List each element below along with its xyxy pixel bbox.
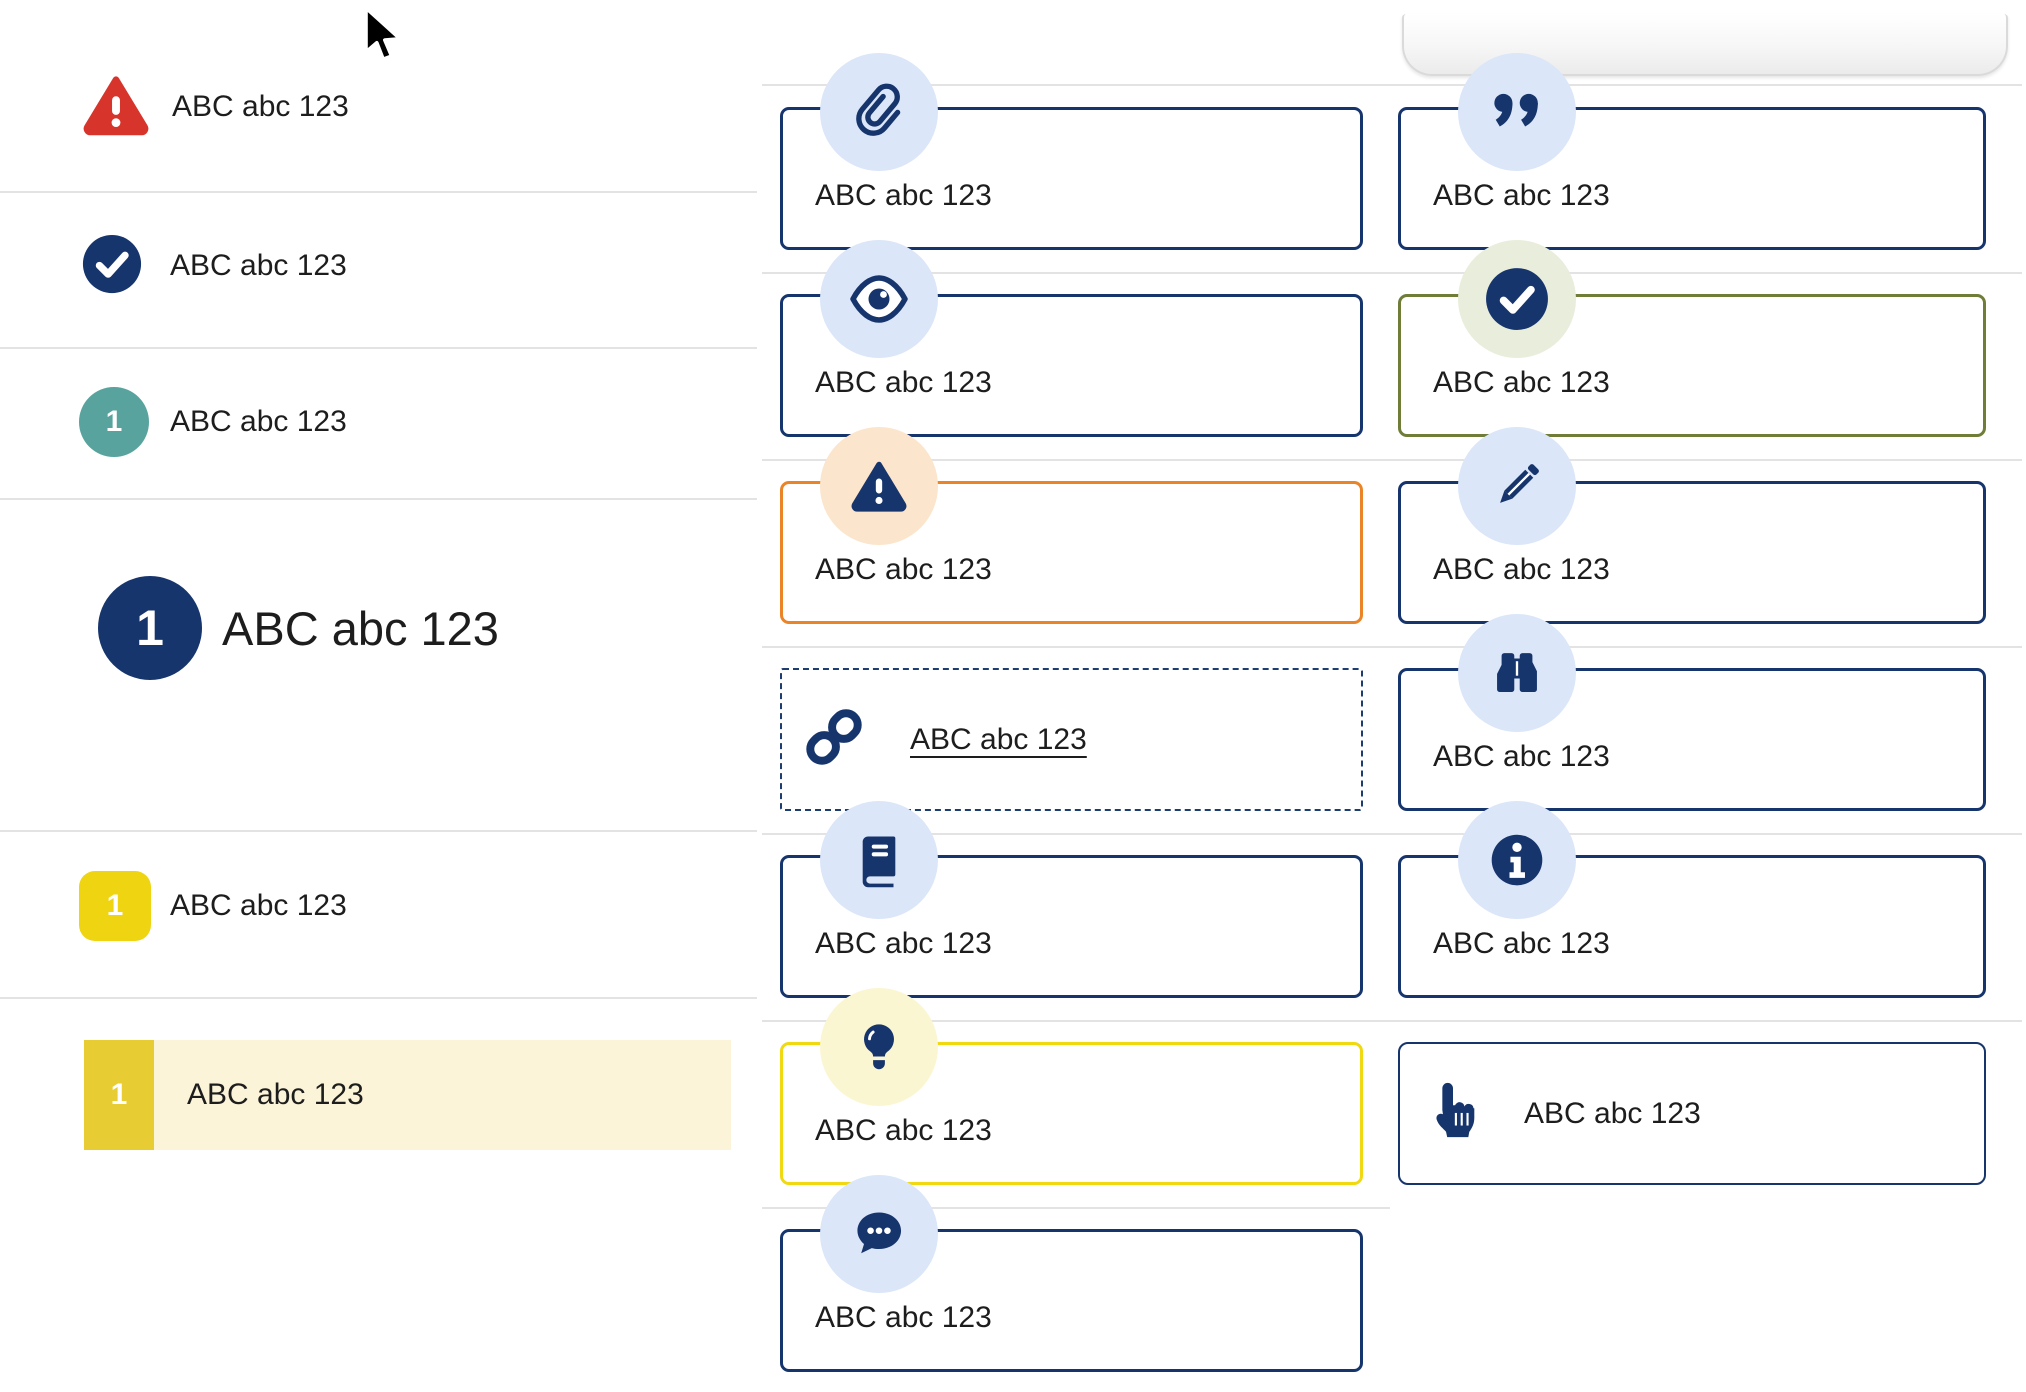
divider [0, 347, 757, 349]
list-item-step-teal: 1 ABC abc 123 [79, 387, 347, 457]
card-label[interactable]: ABC abc 123 [1524, 1096, 1701, 1130]
check-circle-icon [1458, 240, 1576, 358]
divider [762, 459, 2022, 461]
divider [762, 646, 2022, 648]
card-label: ABC abc 123 [815, 927, 992, 960]
link-icon [800, 703, 868, 776]
number-badge-teal: 1 [79, 387, 149, 457]
list-item-label: ABC abc 123 [172, 90, 349, 123]
number-badge-navy-large: 1 [98, 576, 202, 680]
hand-point-up-icon [1422, 1076, 1484, 1151]
card-label: ABC abc 123 [815, 366, 992, 399]
mouse-cursor-icon [360, 6, 410, 75]
callout-card-warning: ABC abc 123 [780, 427, 1363, 624]
card-label: ABC abc 123 [1433, 179, 1610, 212]
list-item-label: ABC abc 123 [170, 249, 347, 282]
divider [762, 833, 2022, 835]
card-label: ABC abc 123 [1433, 553, 1610, 586]
card-label: ABC abc 123 [815, 553, 992, 586]
list-item-label: ABC abc 123 [187, 1078, 364, 1111]
card-label: ABC abc 123 [815, 179, 992, 212]
callout-card-reference: ABC abc 123 [780, 801, 1363, 998]
callout-card-quote: ABC abc 123 [1398, 53, 1986, 250]
list-item-label: ABC abc 123 [222, 601, 499, 655]
list-item-step-yellow-highlighted[interactable]: 1 ABC abc 123 [84, 1040, 731, 1150]
eye-icon [820, 240, 938, 358]
divider [762, 1020, 2022, 1022]
card-label: ABC abc 123 [1433, 740, 1610, 773]
card-label: ABC abc 123 [1433, 927, 1610, 960]
warning-triangle-icon [820, 427, 938, 545]
list-item-label: ABC abc 123 [170, 889, 347, 922]
info-icon [1458, 801, 1576, 919]
binoculars-icon [1458, 614, 1576, 732]
number-badge-yellow: 1 [79, 871, 151, 941]
callout-card-preview: ABC abc 123 [780, 240, 1363, 437]
list-item-step-yellow: 1 ABC abc 123 [79, 871, 347, 941]
list-item-label: ABC abc 123 [170, 405, 347, 438]
card-link-label[interactable]: ABC abc 123 [910, 722, 1087, 756]
callout-card-edit: ABC abc 123 [1398, 427, 1986, 624]
quote-icon [1458, 53, 1576, 171]
alert-triangle-icon [80, 72, 152, 143]
check-circle-icon [81, 233, 143, 300]
callout-card-action[interactable]: ABC abc 123 [1398, 1042, 1986, 1185]
divider [0, 191, 757, 193]
callout-card-link[interactable]: ABC abc 123 [780, 668, 1363, 811]
number-badge-yellow-tab: 1 [84, 1040, 154, 1150]
list-item-success: ABC abc 123 [81, 233, 347, 300]
divider [762, 1207, 1390, 1209]
callout-card-success: ABC abc 123 [1398, 240, 1986, 437]
paperclip-icon [820, 53, 938, 171]
divider [0, 498, 757, 500]
card-label: ABC abc 123 [1433, 366, 1610, 399]
book-icon [820, 801, 938, 919]
callout-card-comment: ABC abc 123 [780, 1175, 1363, 1372]
pencil-icon [1458, 427, 1576, 545]
divider [762, 84, 2022, 86]
lightbulb-icon [820, 988, 938, 1106]
callout-card-info: ABC abc 123 [1398, 801, 1986, 998]
divider [0, 997, 757, 999]
card-label: ABC abc 123 [815, 1301, 992, 1334]
list-item-step-large: 1 ABC abc 123 [98, 576, 499, 680]
list-item-alert: ABC abc 123 [80, 74, 349, 140]
callout-card-attachment: ABC abc 123 [780, 53, 1363, 250]
divider [762, 272, 2022, 274]
chat-bubble-icon [820, 1175, 938, 1293]
divider [0, 830, 757, 832]
card-label: ABC abc 123 [815, 1114, 992, 1147]
callout-card-search: ABC abc 123 [1398, 614, 1986, 811]
callout-card-tip: ABC abc 123 [780, 988, 1363, 1185]
